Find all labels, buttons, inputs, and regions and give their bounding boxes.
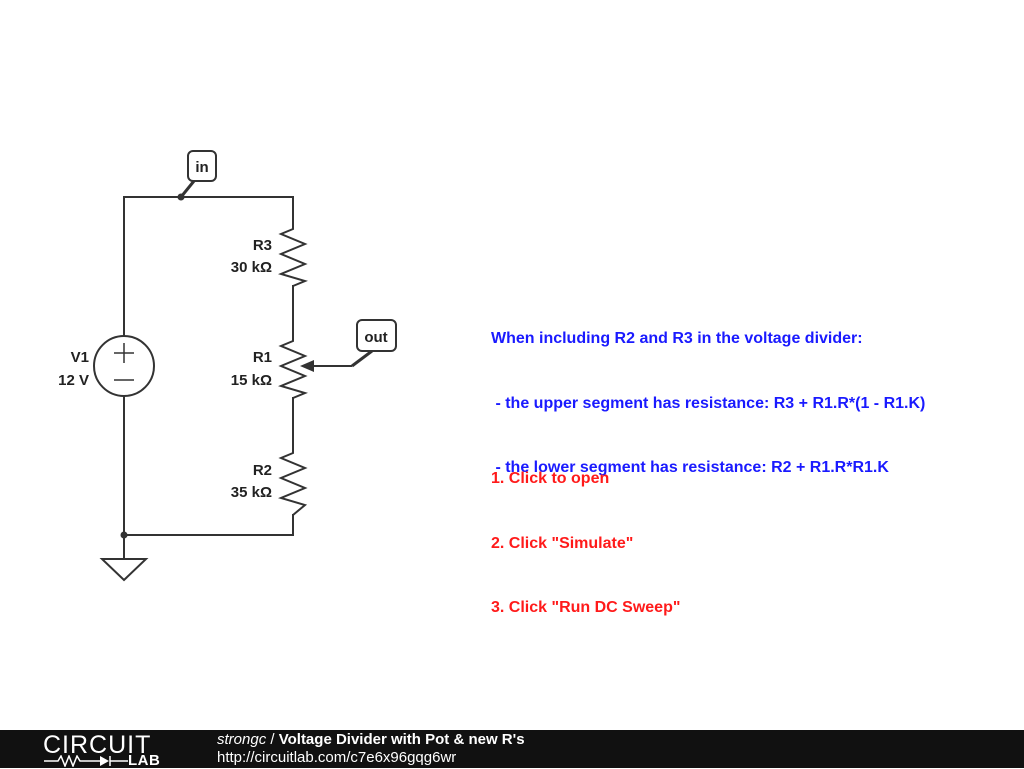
- note-line: When including R2 and R3 in the voltage …: [491, 330, 863, 347]
- potentiometer-wiper: [300, 360, 352, 372]
- net-label-out-text: out: [364, 329, 387, 346]
- wire-bottom: [123, 514, 294, 536]
- instruction-line: 3. Click "Run DC Sweep": [491, 599, 681, 616]
- r2-name: R2: [253, 462, 272, 479]
- resistor-r2[interactable]: [278, 448, 308, 516]
- circuit-title[interactable]: Voltage Divider with Pot & new R's: [278, 731, 525, 748]
- v1-name: V1: [71, 349, 89, 366]
- junction-bottom: [120, 531, 128, 539]
- wire-top: [123, 196, 294, 224]
- r3-value: 30 kΩ: [231, 259, 272, 276]
- circuit-url[interactable]: http://circuitlab.com/c7e6x96gqg6wr: [217, 749, 457, 766]
- instruction-line: 1. Click to open: [491, 470, 610, 487]
- title-separator: /: [266, 731, 279, 748]
- voltage-source-v1[interactable]: [93, 335, 155, 397]
- brand-logo-lab: LAB: [128, 752, 161, 769]
- circuit-title-line: strongc / Voltage Divider with Pot & new…: [217, 731, 525, 748]
- ground-symbol: [99, 558, 149, 582]
- r2-value: 35 kΩ: [231, 484, 272, 501]
- note-line: - the upper segment has resistance: R3 +…: [491, 394, 926, 412]
- brand-logo-text: CIRCUIT: [43, 731, 152, 759]
- net-label-out[interactable]: out: [351, 319, 397, 368]
- instruction-line: 2. Click "Simulate": [491, 534, 634, 552]
- resistor-r3[interactable]: [278, 223, 308, 287]
- r1-name: R1: [253, 349, 272, 366]
- instructions-note: 1. Click to open 2. Click "Simulate" 3. …: [491, 425, 680, 640]
- net-label-in-text: in: [195, 159, 208, 176]
- circuit-schematic: in out R3 30 kΩ R1 15 kΩ R2 35 kΩ V1 12 …: [58, 150, 397, 582]
- r1-value: 15 kΩ: [231, 372, 272, 389]
- footer-bar: CIRCUIT LAB strongc / Voltage Divider wi…: [0, 730, 1024, 769]
- r3-name: R3: [253, 237, 272, 254]
- net-label-in[interactable]: in: [179, 150, 217, 198]
- author-link[interactable]: strongc: [217, 731, 267, 748]
- note-line: - the lower segment has resistance: R2 +…: [491, 459, 889, 476]
- v1-value: 12 V: [58, 372, 89, 389]
- resistor-r1[interactable]: [278, 336, 308, 399]
- resistor-diode-logo-icon: [44, 755, 128, 767]
- explanation-note: When including R2 and R3 in the voltage …: [491, 285, 925, 500]
